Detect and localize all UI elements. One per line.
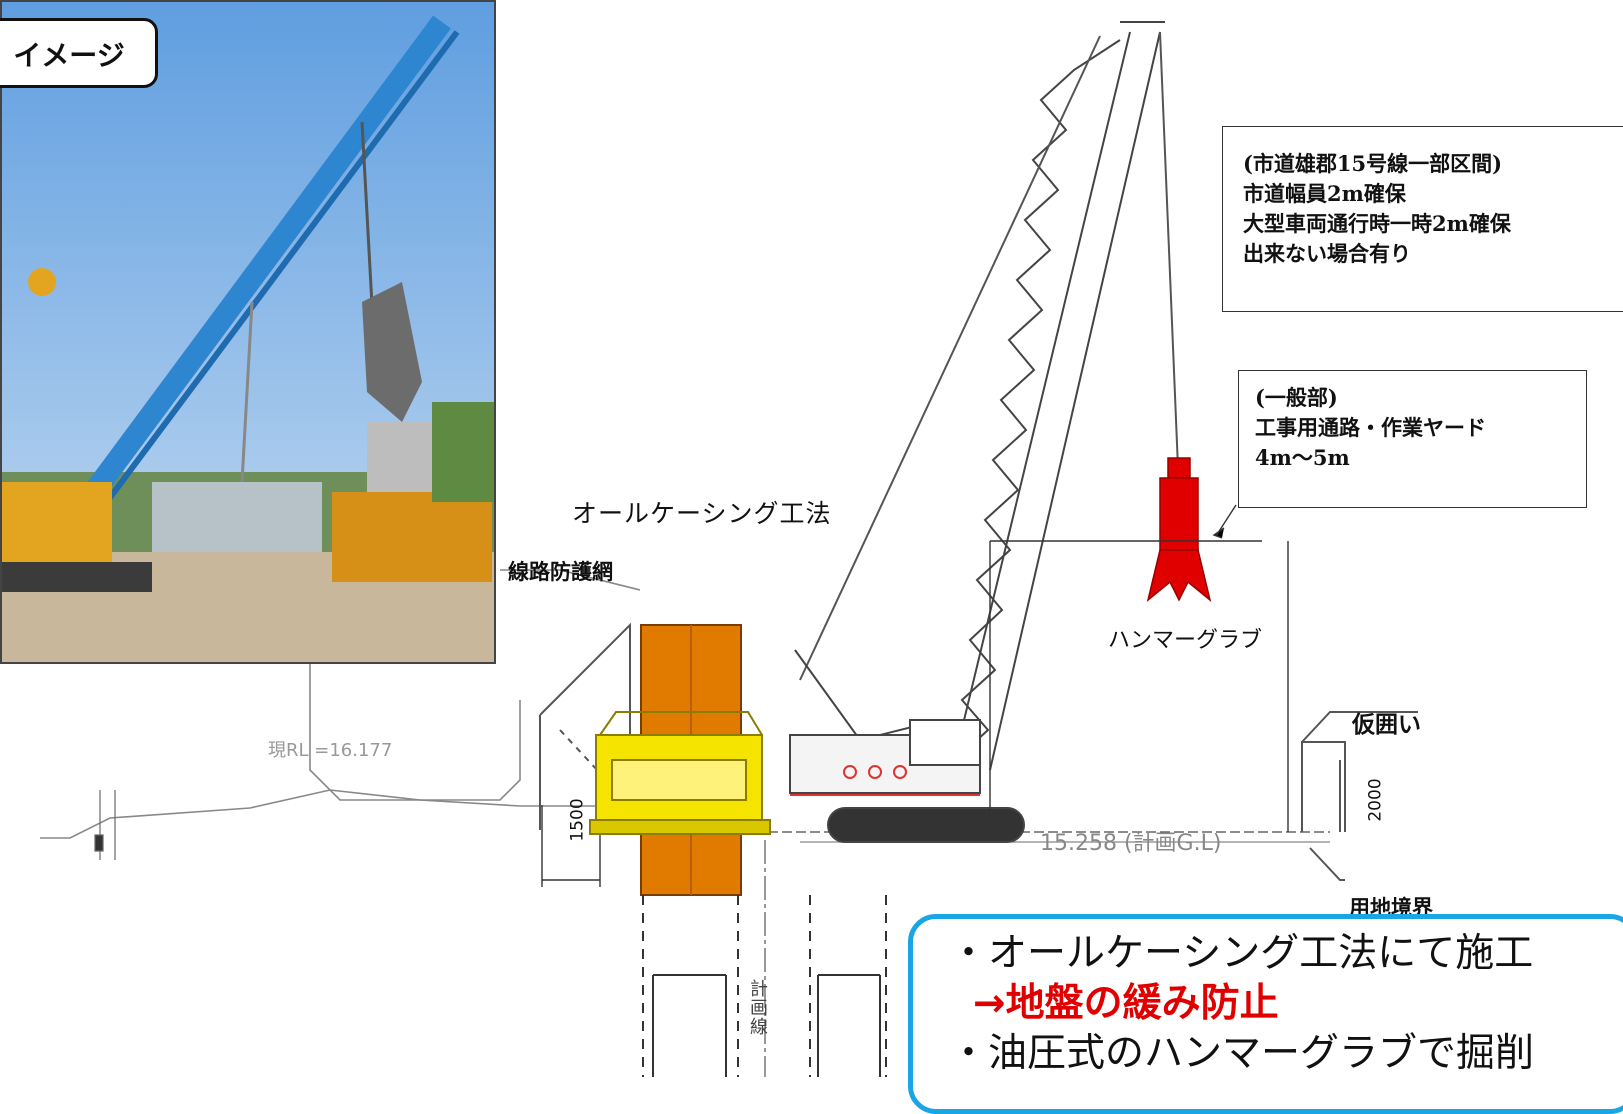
plan-gl-label: 15.258 (計画G.L) (1040, 831, 1222, 856)
section-drawing (40, 21, 1418, 1077)
summary-line-excavation: ・油圧式のハンマーグラブで掘削 (949, 1031, 1535, 1076)
hammer-grab-label: ハンマーグラブ (1108, 628, 1263, 653)
city-road-note-line: 大型車両通行時一時2m確保 (1243, 211, 1511, 236)
temp-fence (1301, 711, 1418, 881)
hammer-grab (1146, 457, 1212, 602)
guard-net-label: 線路防護網 (508, 560, 613, 584)
temp-fence-label: 仮囲い (1352, 712, 1421, 738)
photo-illustration (2, 2, 494, 662)
general-note-line: (一般部) (1255, 385, 1338, 410)
crane-body (789, 719, 1025, 843)
image-tag: イメージ (0, 18, 158, 88)
summary-line-effect: →地盤の緩み防止 (973, 981, 1279, 1026)
city-road-note-line: 市道幅員2m確保 (1243, 181, 1406, 206)
general-note-line: 工事用通路・作業ヤード (1255, 415, 1486, 440)
construction-photo (0, 0, 496, 664)
casing-dimension-label: 1500 (567, 798, 588, 842)
city-road-note: (市道雄郡15号線一部区間) 市道幅員2m確保 大型車両通行時一時2m確保 出来… (1222, 126, 1623, 312)
general-note-line: 4m～5m (1255, 445, 1350, 470)
crane-boom (794, 21, 1179, 771)
benchmark-mark (94, 790, 116, 860)
city-road-note-line: (市道雄郡15号線一部区間) (1243, 151, 1503, 176)
summary-line-method: ・オールケーシング工法にて施工 (949, 931, 1534, 976)
method-label: オールケーシング工法 (572, 499, 832, 528)
pile-left (642, 895, 739, 1077)
general-section-note: (一般部) 工事用通路・作業ヤード 4m～5m (1238, 370, 1587, 508)
summary-box: ・オールケーシング工法にて施工 →地盤の緩み防止 ・油圧式のハンマーグラブで掘削 (908, 914, 1623, 1114)
fence-dimension-label: 2000 (1365, 778, 1386, 822)
plan-line-label: 計画線 (750, 979, 768, 1038)
city-road-note-line: 出来ない場合有り (1243, 241, 1411, 266)
casing-machine (589, 711, 771, 835)
existing-rl-label: 現RL =16.177 (268, 740, 393, 761)
pile-right (809, 895, 887, 1077)
